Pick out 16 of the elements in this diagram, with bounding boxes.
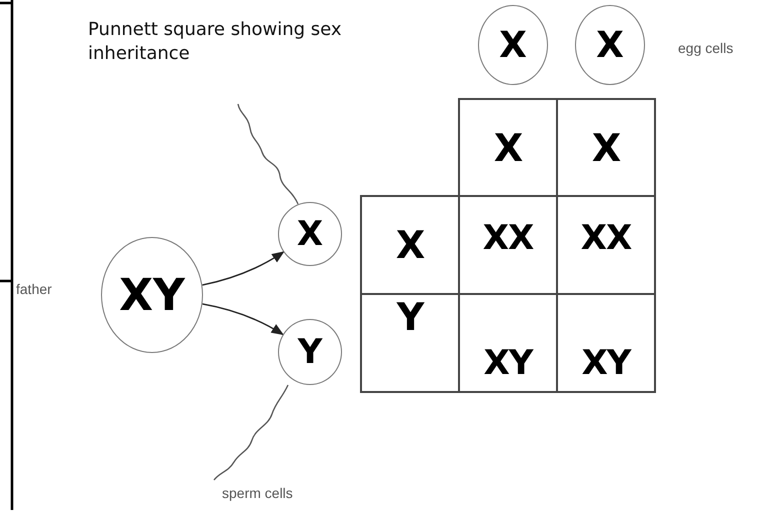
diagram-title: Punnett square showing sex inheritance	[88, 18, 343, 66]
caption-label: egg cells	[678, 40, 734, 56]
cell-circle: X	[478, 5, 548, 85]
punnett-square-cell: Y	[360, 293, 460, 393]
cell-circle: X	[278, 202, 342, 266]
punnett-square-cell: X	[556, 98, 656, 197]
punnett-square-cell: XY	[556, 293, 656, 393]
cell-circle: XY	[101, 237, 203, 353]
caption-label: father	[16, 281, 52, 297]
cell-circle: Y	[278, 319, 342, 385]
punnett-square-cell: X	[360, 195, 460, 295]
punnett-square-cell: X	[458, 98, 558, 197]
arrow	[202, 303, 284, 336]
cell-circle: X	[575, 5, 645, 85]
caption-label: sperm cells	[222, 485, 293, 501]
arrow	[202, 251, 285, 286]
